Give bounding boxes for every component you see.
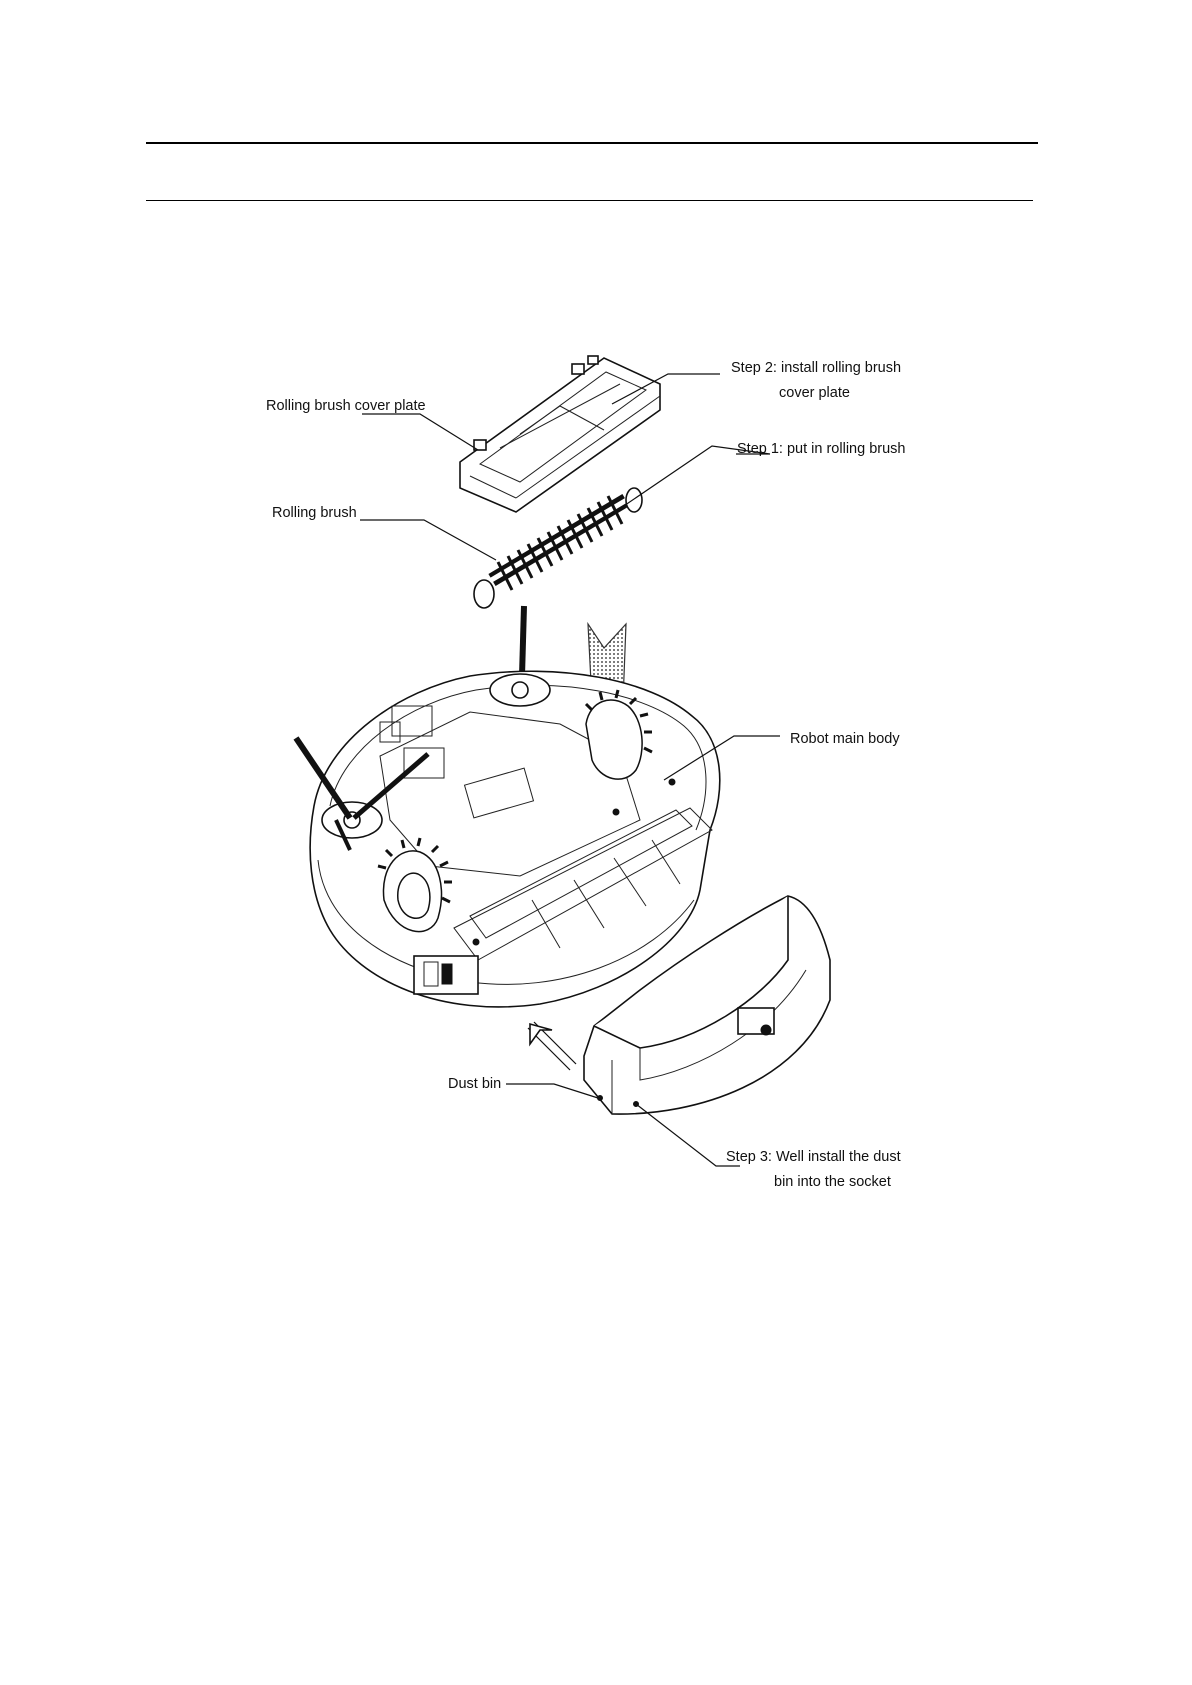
insert-direction-arrow-icon xyxy=(528,1022,576,1070)
label-rolling-brush-cover-plate: Rolling brush cover plate xyxy=(266,398,426,414)
label-robot-main-body: Robot main body xyxy=(790,731,900,747)
label-step3-line2: bin into the socket xyxy=(774,1174,891,1190)
label-step2-line2: cover plate xyxy=(779,385,850,401)
robot-body-icon xyxy=(296,671,720,1007)
label-step1: Step 1: put in rolling brush xyxy=(737,441,905,457)
label-step2-line1: Step 2: install rolling brush xyxy=(731,360,901,376)
label-rolling-brush: Rolling brush xyxy=(272,505,357,521)
label-step3-line1: Step 3: Well install the dust xyxy=(726,1149,901,1165)
label-dust-bin: Dust bin xyxy=(448,1076,501,1092)
